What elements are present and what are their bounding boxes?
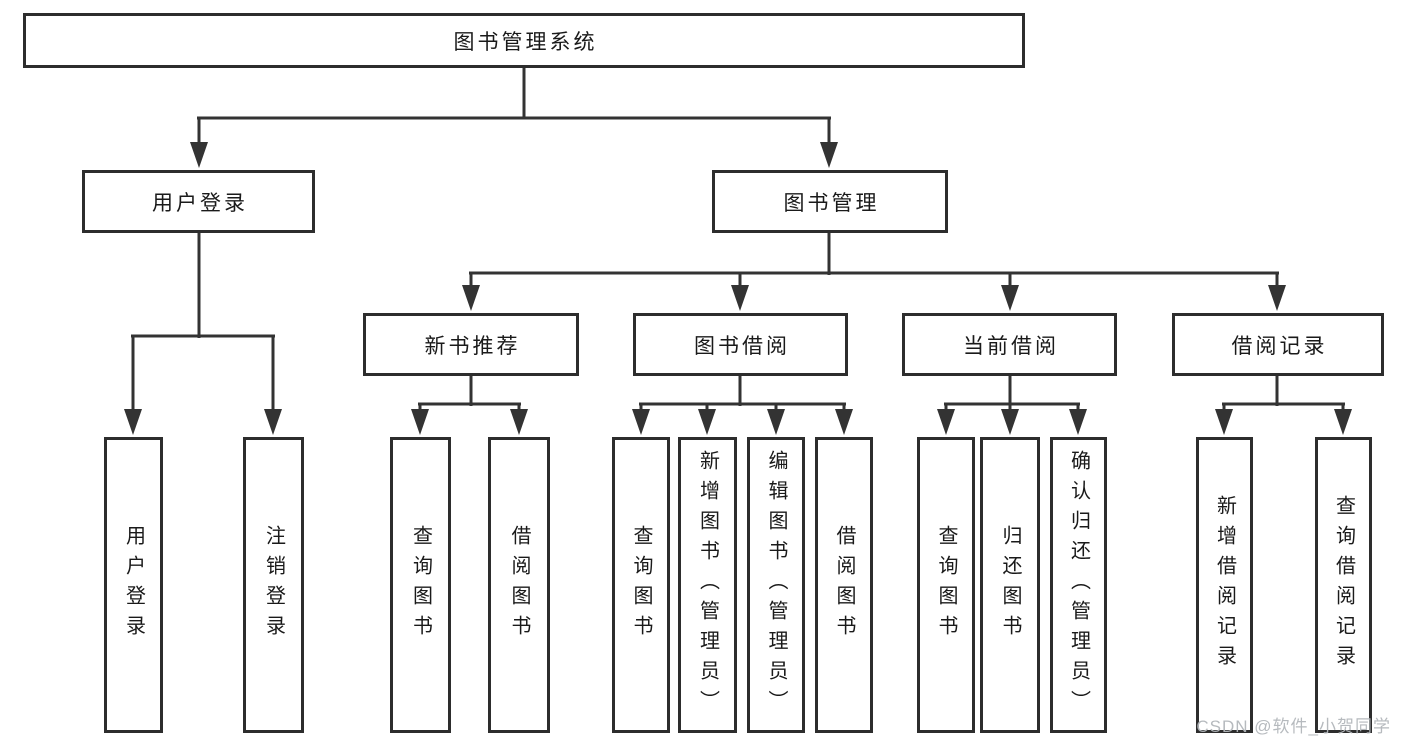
node-library-management-system: 图书管理系统 bbox=[23, 13, 1025, 68]
leaf-borrow-books-borrowing: 借阅图书 bbox=[815, 437, 873, 733]
connector-book-borrowing-to-children bbox=[632, 376, 853, 435]
leaf-edit-books-admin: 编辑图书（管理员） bbox=[747, 437, 805, 733]
connector-book-management-to-level2 bbox=[462, 233, 1286, 311]
leaf-query-books-borrowing: 查询图书 bbox=[612, 437, 670, 733]
leaf-borrow-books-recommend: 借阅图书 bbox=[488, 437, 550, 733]
watermark-text: CSDN @软件_小贺同学 bbox=[1196, 717, 1391, 736]
connector-user-login-to-children bbox=[124, 233, 282, 435]
node-new-book-recommendation: 新书推荐 bbox=[363, 313, 579, 376]
leaf-logout: 注销登录 bbox=[243, 437, 304, 733]
node-user-login: 用户登录 bbox=[82, 170, 315, 233]
leaf-user-login: 用户登录 bbox=[104, 437, 163, 733]
leaf-return-books: 归还图书 bbox=[980, 437, 1040, 733]
connector-root-to-level1 bbox=[190, 67, 838, 168]
leaf-add-books-admin: 新增图书（管理员） bbox=[678, 437, 737, 733]
node-book-management: 图书管理 bbox=[712, 170, 948, 233]
leaf-query-books-current: 查询图书 bbox=[917, 437, 975, 733]
node-current-borrowing: 当前借阅 bbox=[902, 313, 1117, 376]
connector-borrow-records-to-children bbox=[1215, 376, 1352, 435]
leaf-confirm-return-admin: 确认归还（管理员） bbox=[1050, 437, 1107, 733]
connector-current-borrowing-to-children bbox=[937, 376, 1087, 435]
node-borrowing-records: 借阅记录 bbox=[1172, 313, 1384, 376]
node-book-borrowing: 图书借阅 bbox=[633, 313, 848, 376]
leaf-query-books-recommend: 查询图书 bbox=[390, 437, 451, 733]
leaf-add-borrow-record: 新增借阅记录 bbox=[1196, 437, 1253, 733]
connector-new-book-to-children bbox=[411, 376, 528, 435]
leaf-query-borrow-record: 查询借阅记录 bbox=[1315, 437, 1372, 733]
